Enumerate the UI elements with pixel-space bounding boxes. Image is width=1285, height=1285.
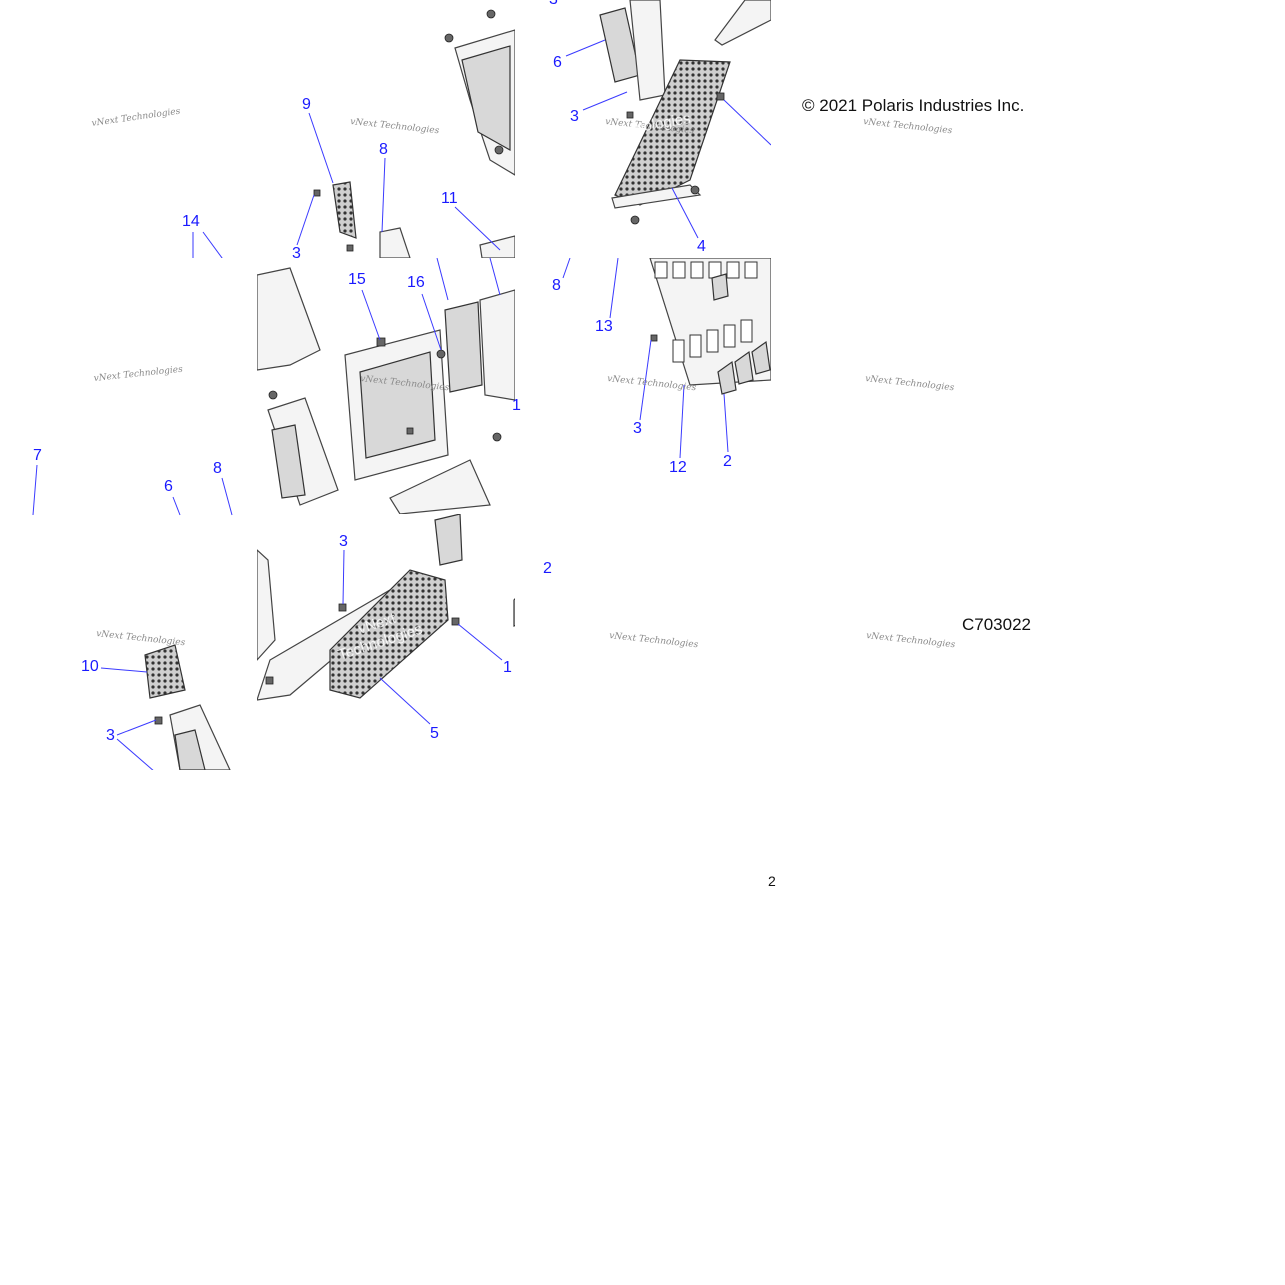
diagram-tile-top-left <box>192 231 223 258</box>
diagram-tile-bottom-middle <box>257 514 515 725</box>
watermark-text: vNext Technologies <box>350 117 440 136</box>
callout-12: 12 <box>669 459 687 476</box>
callout-3: 3 <box>106 727 115 744</box>
callout-15: 15 <box>348 271 366 288</box>
callout-2: 2 <box>723 453 732 470</box>
callout-7: 7 <box>33 447 42 464</box>
watermark-text: vNext Technologies <box>91 107 181 129</box>
callout-8: 8 <box>213 460 222 477</box>
callout-13: 13 <box>595 318 613 335</box>
diagram-tile-bottom-left <box>100 644 231 770</box>
callout-4: 4 <box>697 238 706 255</box>
watermark-text: vNext Technologies <box>607 374 697 393</box>
callout-6: 6 <box>553 54 562 71</box>
callout-8: 8 <box>552 277 561 294</box>
leader-line <box>32 464 38 516</box>
callout-8: 8 <box>379 141 388 158</box>
diagram-tile-center <box>257 258 515 514</box>
callout-10: 10 <box>81 658 99 675</box>
watermark-text: vNext Technologies <box>865 374 955 393</box>
callout-1: 1 <box>512 397 521 414</box>
callout-11: 11 <box>441 190 458 207</box>
drawing-code: C703022 <box>962 615 1032 634</box>
callout-9: 9 <box>302 96 311 113</box>
callout-3: 3 <box>339 533 348 550</box>
callout-3: 3 <box>633 420 642 437</box>
callout-2: 2 <box>543 560 552 577</box>
callout-5: 5 <box>430 725 439 742</box>
copyright-notice: © 2021 Polaris Industries Inc. <box>802 96 1025 115</box>
watermark-text: vNext Technologies <box>93 365 183 384</box>
watermark-text: vNext Technologies <box>866 631 956 650</box>
callout-6: 6 <box>164 478 173 495</box>
watermark-text: vNext Technologies <box>96 629 186 648</box>
watermark-text: vNext Technologies <box>863 117 953 136</box>
callout-3: 3 <box>570 108 579 125</box>
callout-1: 1 <box>503 659 512 676</box>
watermarks: vNext Technologies vNext Technologies vN… <box>91 107 956 664</box>
callout-3: 3 <box>549 0 558 8</box>
leader-line <box>221 477 233 516</box>
leader-line <box>172 496 181 516</box>
diagram-tile-center-right <box>562 258 771 459</box>
diagram-tile-top-right <box>565 0 771 239</box>
stray-glyph: 2 <box>768 873 776 889</box>
callout-14: 14 <box>182 213 200 230</box>
callout-3: 3 <box>292 245 301 262</box>
watermark-text: vNext Technologies <box>609 631 699 650</box>
diagram-tile-top-middle <box>296 9 515 258</box>
callout-16: 16 <box>407 274 425 291</box>
callout-labels: 9 8 11 14 3 15 16 6 3 4 8 13 3 12 2 7 6 … <box>33 0 732 744</box>
